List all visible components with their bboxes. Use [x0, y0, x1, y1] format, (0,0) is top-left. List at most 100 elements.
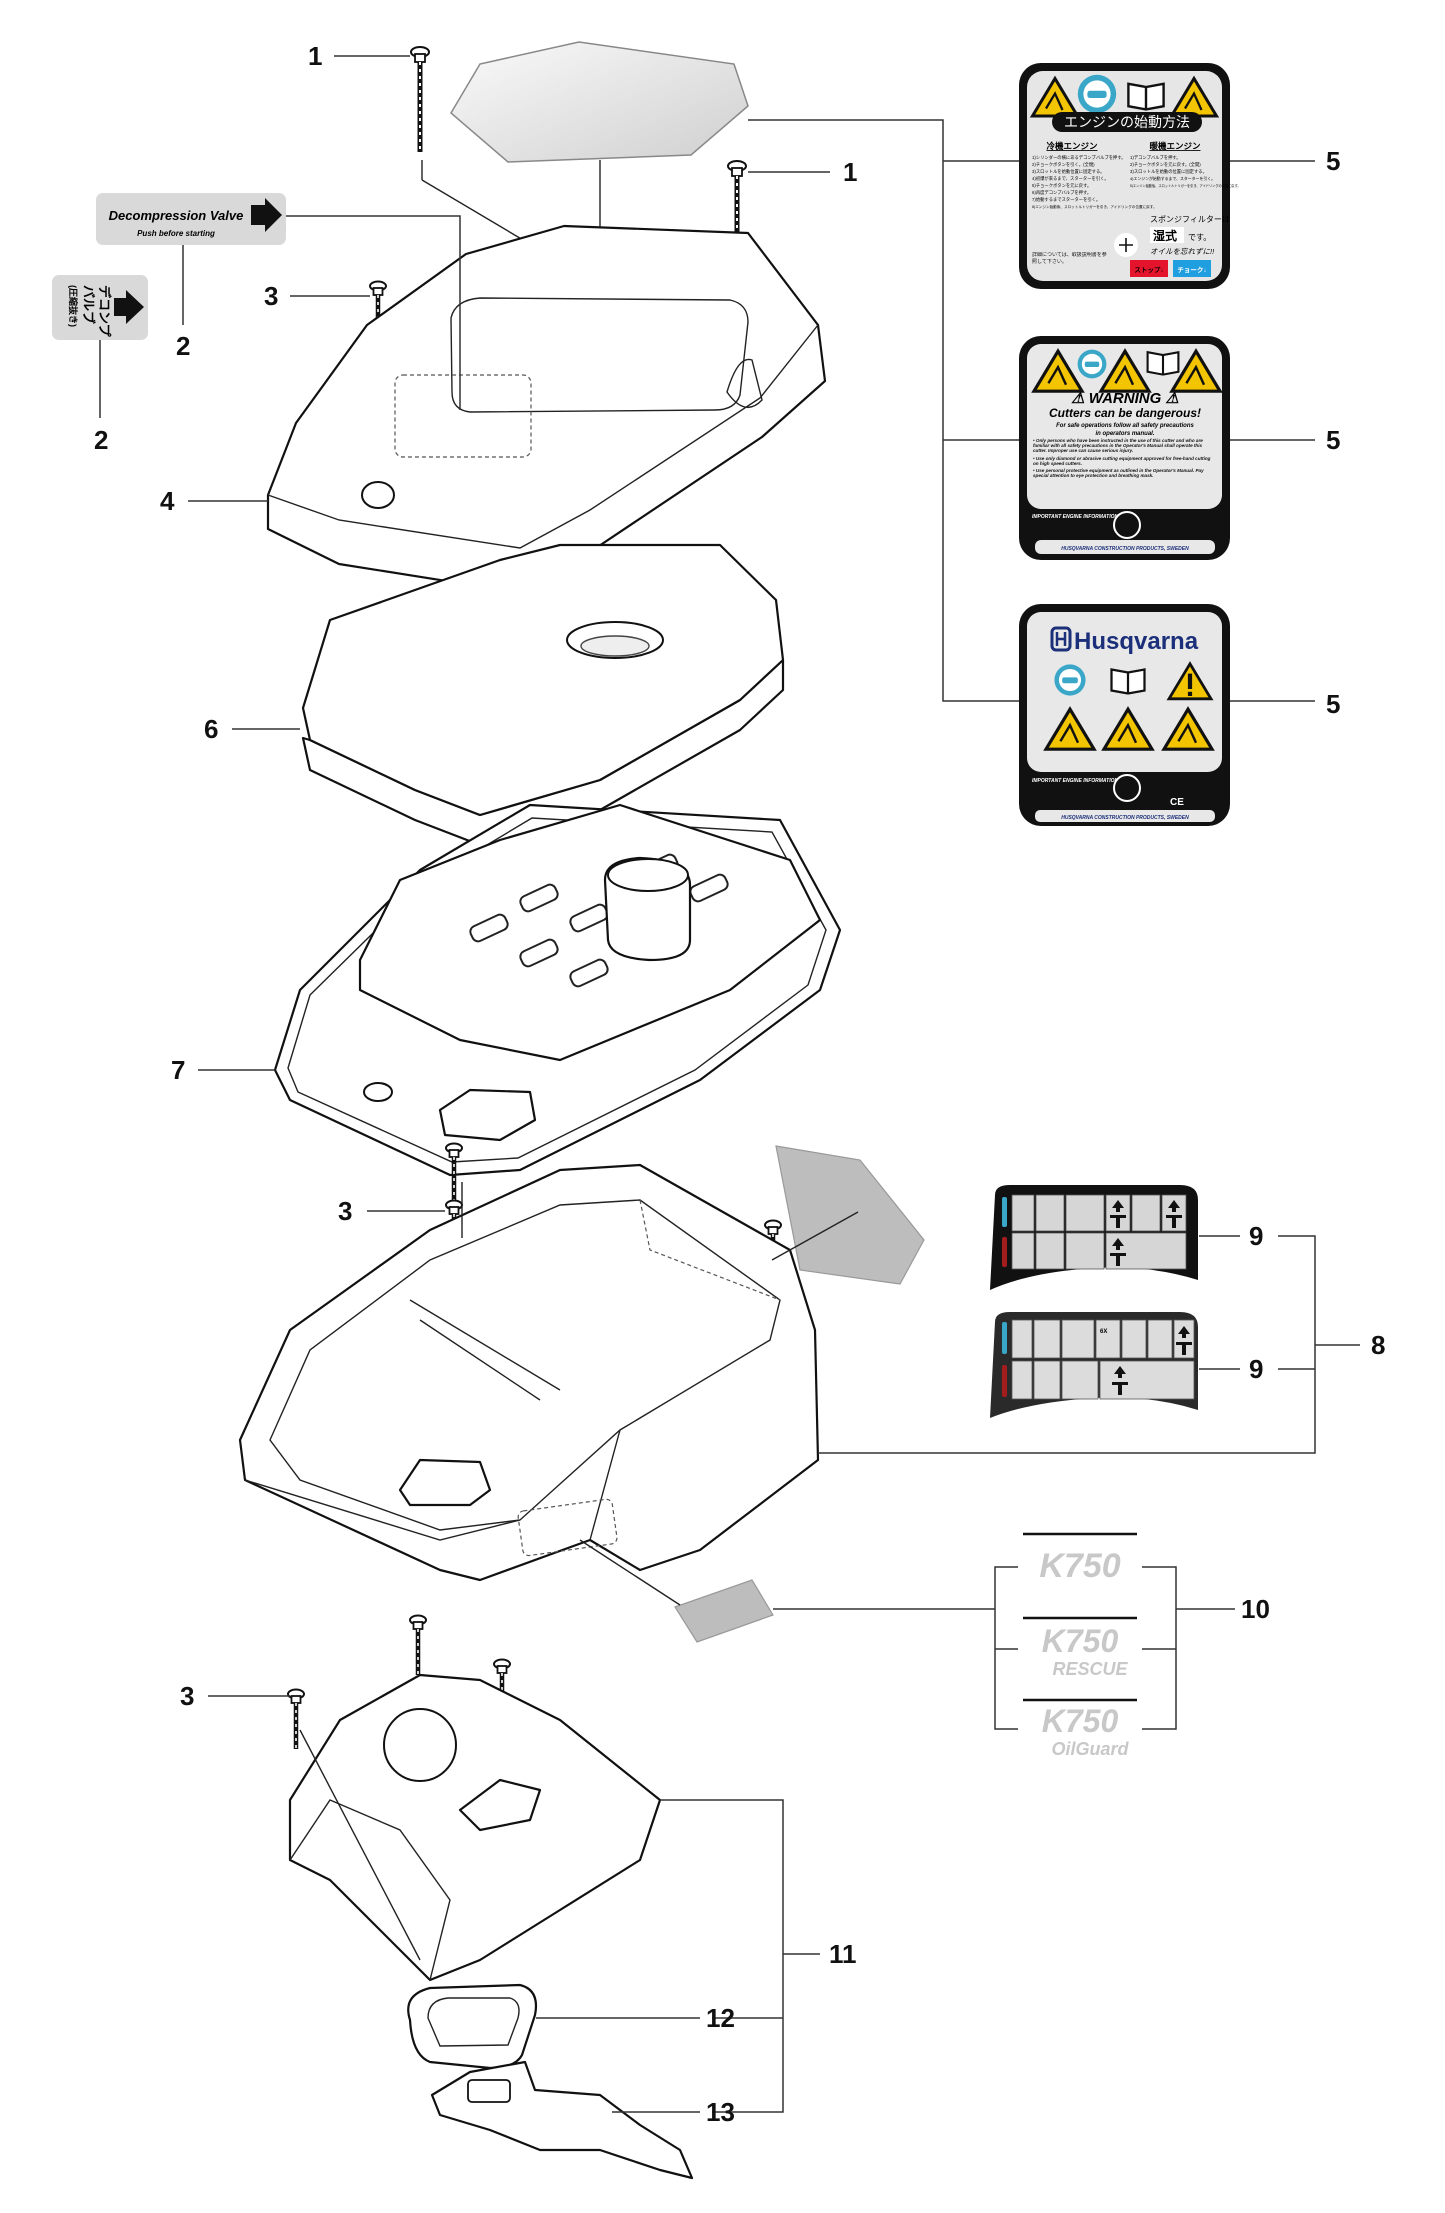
jp-choke: チョーク↓: [1177, 265, 1206, 274]
callout-3: 3: [264, 281, 278, 311]
jp-cold-step: 7)始動するまでスターターを引く。: [1032, 196, 1100, 203]
callout-12: 12: [706, 2003, 735, 2033]
part-12-grommet[interactable]: [407, 1983, 538, 2070]
decal-start-pictogram-b[interactable]: 6X: [990, 1312, 1198, 1418]
model-k750: K750: [1042, 1623, 1119, 1659]
part-1-screw-left[interactable]: [411, 47, 429, 152]
thermometer-cold-icon: [1002, 1197, 1007, 1227]
ppe-mask-icon: [1077, 74, 1117, 114]
callout-5: 5: [1326, 146, 1340, 176]
part-11-shroud[interactable]: [288, 1673, 662, 1982]
model-k750: K750: [1039, 1547, 1120, 1585]
part-1-window-sheet[interactable]: [450, 41, 749, 163]
jp-title: エンジンの始動方法: [1064, 114, 1190, 130]
callout-9: 9: [1249, 1354, 1263, 1384]
warning-heading: ⚠ WARNING ⚠: [1071, 390, 1179, 407]
thermometer-cold-icon: [1002, 1322, 1007, 1354]
decompression-subtitle: Push before starting: [137, 229, 215, 238]
jp-cold-step: 6)再度デコンプバルブを押す。: [1032, 189, 1091, 196]
warning-footer: HUSQVARNA CONSTRUCTION PRODUCTS, SWEDEN: [1061, 546, 1189, 552]
warning-engine-info: IMPORTANT ENGINE INFORMATION: [1032, 514, 1118, 520]
decompression-title: Decompression Valve: [109, 208, 244, 223]
part-8-lower-housing[interactable]: [238, 1163, 820, 1582]
decal-model-k750-oilguard[interactable]: K750 OilGuard: [1023, 1698, 1137, 1759]
callout-3: 3: [338, 1196, 352, 1226]
part-10-grey-patch[interactable]: [674, 1579, 774, 1643]
jp-decomp-line1: デコンプ: [97, 285, 112, 338]
jp-stop: ストップ↓: [1134, 265, 1163, 274]
callout-5: 5: [1326, 689, 1340, 719]
jp-wet: 湿式: [1153, 228, 1177, 243]
jp-details: 詳細については、取扱説明書を参照して下さい。: [1032, 252, 1107, 265]
leader-lines: [99, 55, 1360, 2113]
jp-warm-step: 1)デコンプバルブを押す。: [1130, 154, 1181, 161]
ppe-mask-icon: [1054, 664, 1086, 696]
warning-headline: Cutters can be dangerous!: [1049, 406, 1201, 420]
manual-book-icon: [1146, 351, 1180, 376]
warning-bullet: • Use personal protective equipment as o…: [1033, 468, 1204, 479]
warning-bullet: • Use only diamond or abrasive cutting e…: [1033, 455, 1211, 466]
jp-oil: オイルを忘れずに!!: [1150, 247, 1215, 256]
decal-warning[interactable]: ⚠ WARNING ⚠ Cutters can be dangerous! Fo…: [1019, 336, 1230, 560]
brand-engine-info: IMPORTANT ENGINE INFORMATION: [1032, 778, 1118, 784]
callout-2: 2: [94, 425, 108, 455]
jp-decomp-line3: (圧縮抜き): [68, 285, 79, 327]
jp-warm-step: 2)チョークボタンを元に戻す。(全開): [1130, 161, 1201, 168]
decal-start-pictogram-a[interactable]: [990, 1185, 1198, 1290]
throttle-arrow-icon: [1110, 1200, 1182, 1266]
caution-triangle-icon: [1166, 661, 1214, 701]
jp-warm-header: 暖機エンジン: [1149, 141, 1201, 151]
part-7-filter-base[interactable]: [273, 803, 842, 1177]
callout-4: 4: [160, 486, 175, 516]
decal-decompression-jp[interactable]: デコンプ バルブ (圧縮抜き): [52, 275, 148, 340]
arrow-right-icon: [251, 198, 282, 232]
pull-count-label: 6X: [1100, 1329, 1107, 1335]
callout-5: 5: [1326, 425, 1340, 455]
part-4-top-cover[interactable]: [266, 224, 827, 595]
jp-cold-step: 4)初爆が来るまで、スターターを引く。: [1032, 175, 1109, 182]
model-rescue: RESCUE: [1052, 1659, 1128, 1679]
jp-warm-step: 4)エンジンが始動するまで、スターターを引く。: [1130, 176, 1215, 181]
callout-3: 3: [180, 1681, 194, 1711]
jp-cold-step: 8)エンジン始動後、スロットルトリガーを引き、アイドリングの位置に戻す。: [1032, 204, 1157, 209]
arrow-right-icon: [114, 290, 144, 324]
throttle-arrow-icon: [1112, 1326, 1192, 1395]
part-13-lever[interactable]: [430, 2060, 694, 2180]
callout-11: 11: [829, 1939, 857, 1969]
callout-2: 2: [176, 331, 190, 361]
callout-7: 7: [171, 1055, 185, 1085]
callout-1: 1: [308, 41, 322, 71]
part-8-grey-sheet[interactable]: [775, 1145, 925, 1285]
warning-sub2: in operators manual.: [1095, 431, 1154, 437]
brand-name: Husqvarna: [1074, 628, 1199, 655]
jp-warm-step: 5)エンジン始動後、スロットルトリガーを引き、アイドリングの位置に戻す。: [1130, 183, 1241, 188]
jp-decomp-line2: バルブ: [81, 285, 96, 324]
decal-start-instructions-jp[interactable]: エンジンの始動方法 冷機エンジン 暖機エンジン 1)シリンダーの横にあるデコンプ…: [1019, 63, 1241, 289]
callout-10: 10: [1241, 1594, 1270, 1624]
jp-cold-step: 2)チョークボタンを引く。(全閉): [1032, 161, 1095, 168]
callout-numbers: 1 1 2 2 3 4 5 5 5 6 7 3 9 9 8 10 3 11 12…: [94, 41, 1385, 2127]
husqvarna-logo-icon: [1050, 626, 1072, 652]
model-k750: K750: [1042, 1703, 1119, 1739]
part-6-foam-filter[interactable]: [301, 543, 785, 847]
decal-decompression-valve[interactable]: Decompression Valve Push before starting: [96, 193, 286, 245]
manual-book-icon: [1127, 82, 1165, 111]
decal-model-k750-rescue[interactable]: K750 RESCUE: [1023, 1616, 1137, 1679]
jp-cold-step: 1)シリンダーの横にあるデコンプバルブを押す。: [1032, 154, 1126, 161]
jp-desu: です。: [1188, 233, 1211, 242]
ce-mark: CE: [1170, 797, 1184, 808]
jp-warm-step: 3)スロットルを始動の位置に固定する。: [1130, 168, 1207, 175]
callout-9: 9: [1249, 1221, 1263, 1251]
decal-model-k750[interactable]: K750: [1023, 1532, 1137, 1585]
warning-bullet: • Only persons who have been instructed …: [1033, 438, 1203, 454]
manual-book-icon: [1110, 668, 1146, 695]
thermometer-hot-icon: [1002, 1237, 1007, 1267]
callout-6: 6: [204, 714, 218, 744]
ppe-mask-icon: [1077, 349, 1107, 379]
callout-8: 8: [1371, 1330, 1385, 1360]
model-oilguard: OilGuard: [1051, 1739, 1129, 1759]
jp-cold-step: 5)チョークボタンを元に戻す。: [1032, 182, 1091, 189]
warning-sub1: For safe operations follow all safety pr…: [1056, 423, 1194, 429]
decal-husqvarna[interactable]: Husqvarna IMPORTANT ENGINE INFORMATION C…: [1019, 604, 1230, 826]
